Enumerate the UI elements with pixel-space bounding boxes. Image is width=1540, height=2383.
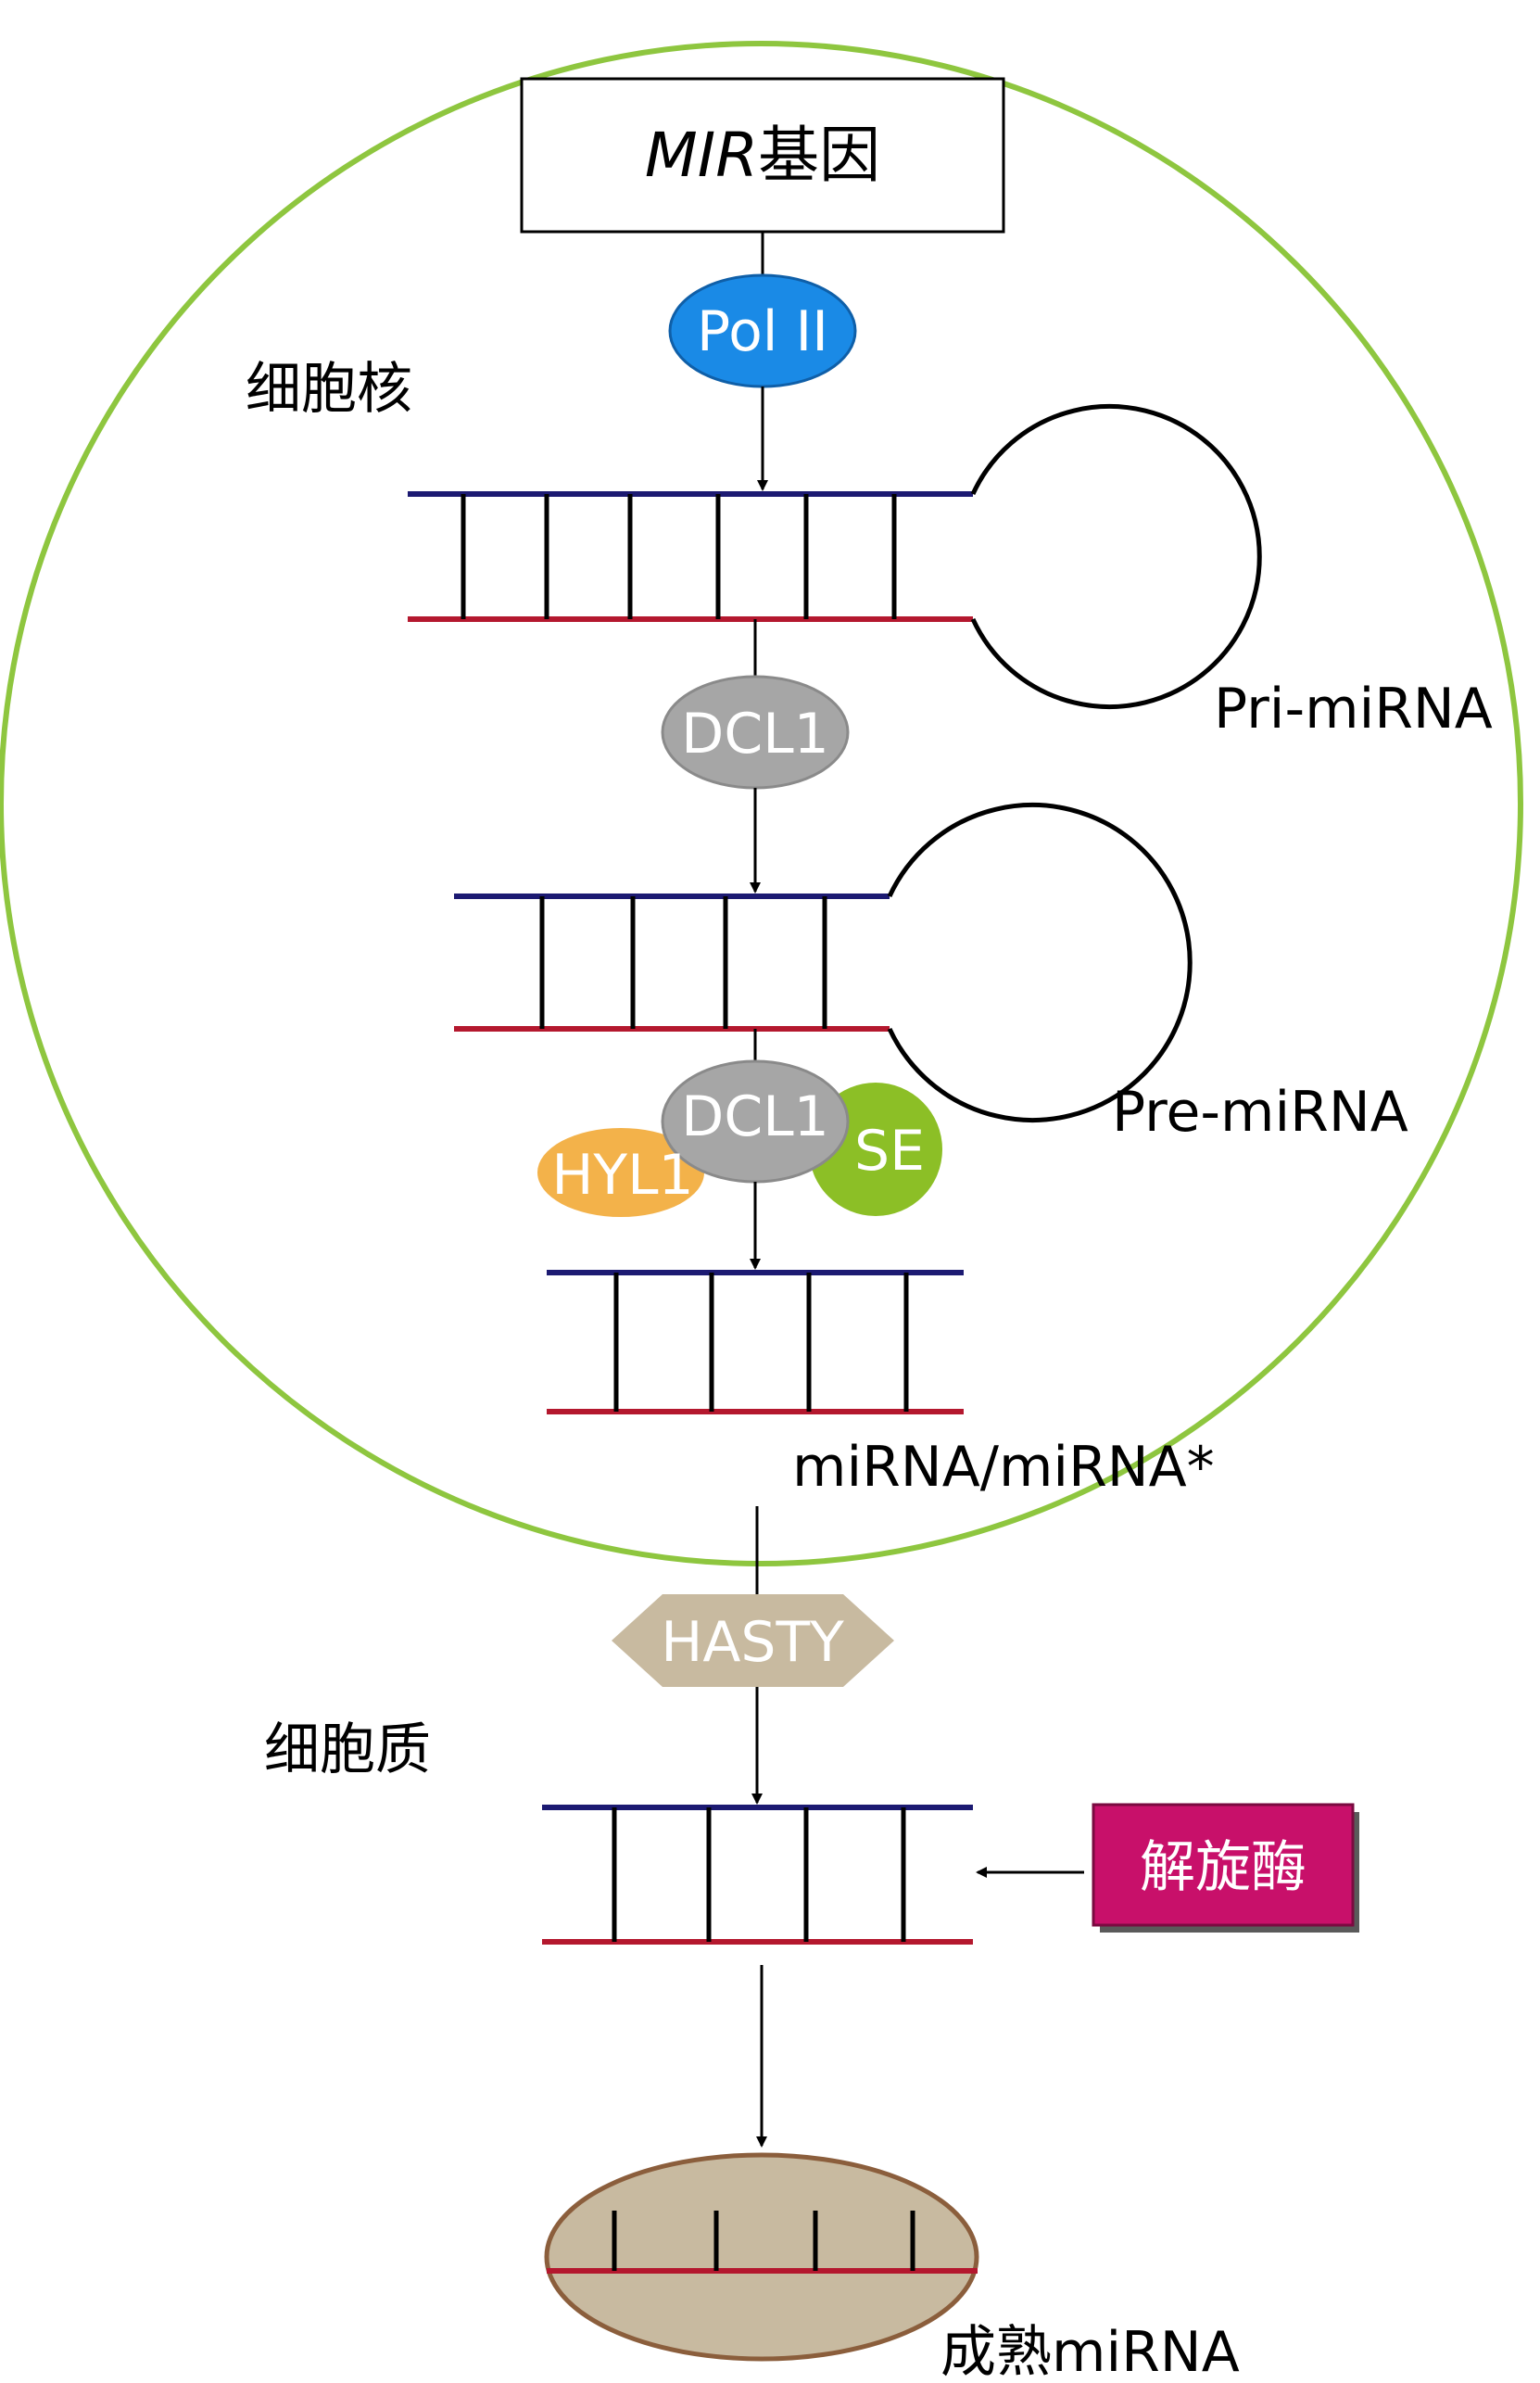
pre-mirna-label: Pre-miRNA — [1112, 1080, 1408, 1145]
mir-gene-box: MIR基因 — [520, 77, 1005, 234]
svg-text:MIR基因: MIR基因 — [645, 120, 880, 191]
nucleus-label: 细胞核 — [246, 357, 412, 422]
duplex-label: miRNA/miRNA* — [792, 1435, 1215, 1500]
nucleus-membrane — [0, 41, 1523, 1566]
hasty-label: HASTY — [661, 1610, 844, 1675]
mirna-duplex-nucleus — [547, 1270, 964, 1414]
helicase-label: 解旋酶 — [1140, 1835, 1306, 1900]
mature-mirna-label: 成熟miRNA — [940, 2320, 1240, 2383]
mir-gene-suffix: 基因 — [758, 120, 880, 191]
helicase-box: 解旋酶 — [1092, 1803, 1359, 1933]
cytoplasm-label: 细胞质 — [264, 1718, 431, 1782]
pre-mirna-hairpin — [454, 803, 1193, 1122]
hasty-exporter: HASTY — [612, 1594, 894, 1687]
hyl1-label: HYL1 — [551, 1143, 693, 1208]
pri-mirna-label: Pri-miRNA — [1214, 677, 1493, 742]
se-label: SE — [854, 1119, 925, 1184]
mature-mirna — [544, 2152, 979, 2362]
dcl1-enzyme-first: DCL1 — [661, 675, 850, 790]
hyl1-protein — [537, 1128, 704, 1217]
pol2-enzyme: Pol II — [668, 273, 857, 388]
dcl1-second-label: DCL1 — [681, 1084, 829, 1149]
pri-mirna-hairpin — [408, 404, 1262, 709]
dcl1-complex: DCL1 HYL1 SE — [537, 1059, 942, 1217]
pol2-label: Pol II — [697, 299, 828, 364]
dcl1-first-label: DCL1 — [681, 702, 829, 767]
mir-gene-italic: MIR — [645, 120, 758, 191]
mirna-duplex-cytoplasm — [542, 1805, 973, 1945]
